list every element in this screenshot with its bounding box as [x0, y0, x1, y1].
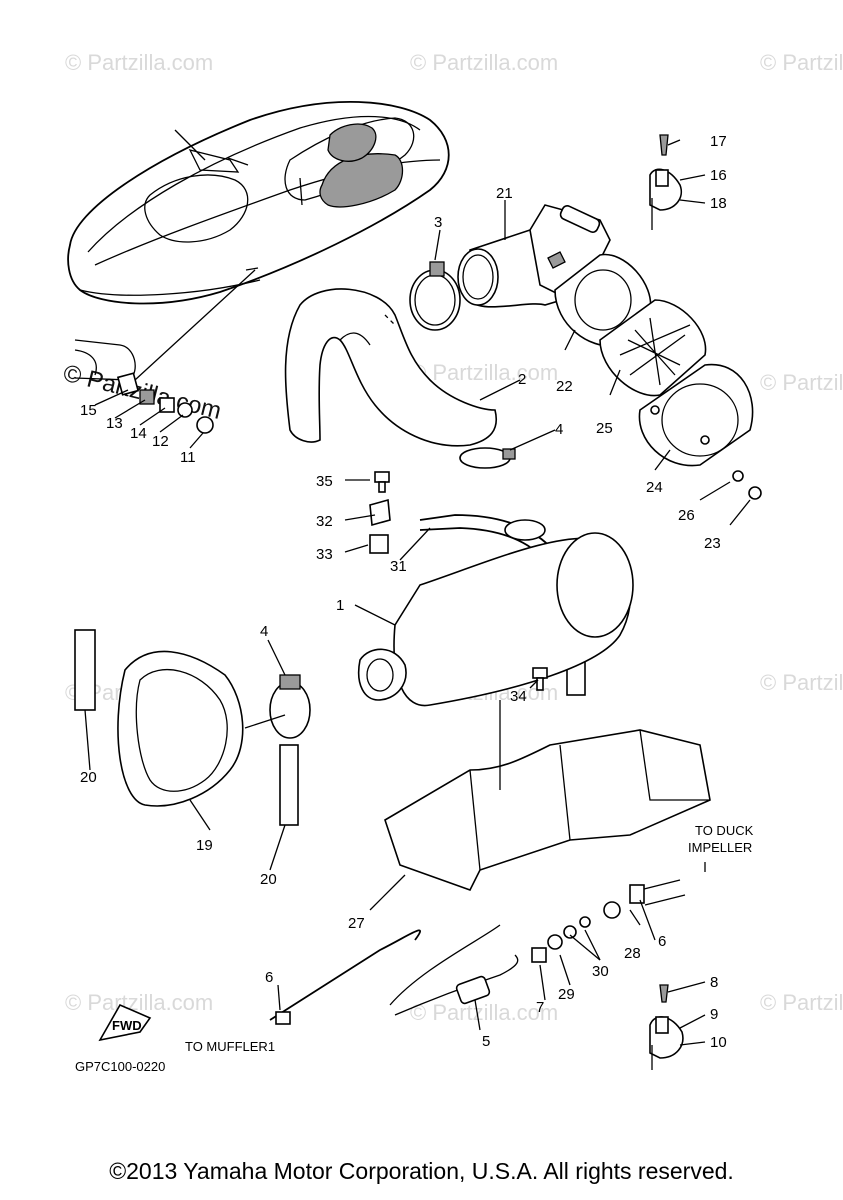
part-19-boot: [117, 650, 244, 807]
parts-32-33-35: [369, 471, 391, 554]
label-part-26: 26: [678, 507, 695, 524]
part-number-labels: 1 2 3 4 4 5 6 6 7 8 9 10 11 12 13 14 15 …: [80, 133, 727, 1051]
part-16-18-clamp: [649, 134, 682, 230]
part-8-10-clamp: [649, 984, 684, 1070]
label-part-34: 34: [510, 688, 527, 705]
label-part-13: 13: [106, 415, 123, 432]
label-part-31: 31: [390, 558, 407, 575]
label-part-14: 14: [130, 425, 147, 442]
label-part-7: 7: [536, 999, 544, 1016]
label-part-2: 2: [518, 371, 526, 388]
label-part-18: 18: [710, 195, 727, 212]
label-part-27: 27: [348, 915, 365, 932]
label-part-35: 35: [316, 473, 333, 490]
part-4-clamp-upper: [459, 447, 516, 469]
label-part-24: 24: [646, 479, 663, 496]
label-part-33: 33: [316, 546, 333, 563]
label-part-12: 12: [152, 433, 169, 450]
label-part-17: 17: [710, 133, 727, 150]
fwd-arrow-icon: FWD: [98, 1003, 152, 1042]
diagram-notes: TO DUCK IMPELLER TO MUFFLER1 GP7C100-022…: [75, 823, 754, 1074]
label-part-29: 29: [558, 986, 575, 1003]
clamp-assembly-11-15: [74, 339, 214, 449]
part-2-exhaust-hose: [284, 288, 497, 447]
label-part-4: 4: [555, 421, 563, 438]
part-20-foam-a: [74, 629, 96, 711]
watermark: © Partzilla.com: [65, 50, 213, 75]
leader-lines: [84, 139, 751, 1046]
part-25-baffle-plate: [599, 299, 707, 397]
cooling-hose-assembly: [269, 879, 686, 1025]
watermark: © Partzilla.com: [760, 370, 843, 395]
label-part-8: 8: [710, 974, 718, 991]
label-part-4: 4: [260, 623, 268, 640]
part-20-foam-b: [279, 744, 299, 826]
part-4-clamp-lower: [269, 674, 311, 739]
fwd-label: FWD: [112, 1018, 142, 1033]
note-impeller: IMPELLER: [688, 840, 752, 855]
label-part-20: 20: [80, 769, 97, 786]
label-part-15: 15: [80, 402, 97, 419]
label-part-10: 10: [710, 1034, 727, 1051]
watermark: © Partzilla.com: [65, 990, 213, 1015]
label-part-9: 9: [710, 1006, 718, 1023]
note-to-duck: TO DUCK: [695, 823, 754, 838]
part-27-foam-block: [384, 729, 711, 891]
label-part-28: 28: [624, 945, 641, 962]
part-34-bolt: [532, 667, 548, 691]
watermark: © Partzilla.com: [410, 50, 558, 75]
label-part-5: 5: [482, 1033, 490, 1050]
watermark: © Partzilla.com: [760, 990, 843, 1015]
label-part-22: 22: [556, 378, 573, 395]
label-part-6: 6: [658, 933, 666, 950]
label-part-20: 20: [260, 871, 277, 888]
exhaust-parts-diagram: © Partzilla.com © Partzilla.com © Partzi…: [61, 50, 843, 1074]
part-1-muffler: [358, 519, 634, 707]
label-part-30: 30: [592, 963, 609, 980]
label-part-3: 3: [434, 214, 442, 231]
label-part-6: 6: [265, 969, 273, 986]
watermark: © Partzilla.com: [410, 360, 558, 385]
label-part-11: 11: [180, 449, 196, 466]
note-to-muffler: TO MUFFLER1: [185, 1039, 275, 1054]
part-23-nut: [748, 486, 762, 500]
part-24-plate: [638, 363, 754, 467]
label-part-23: 23: [704, 535, 721, 552]
watercraft-illustration: [67, 101, 450, 305]
watermark: © Partzilla.com: [760, 670, 843, 695]
label-part-1: 1: [336, 597, 344, 614]
part-26-washer: [732, 470, 744, 482]
watermark: © Partzilla.com: [410, 1000, 558, 1025]
label-part-25: 25: [596, 420, 613, 437]
label-part-19: 19: [196, 837, 213, 854]
copyright-footer: ©2013 Yamaha Motor Corporation, U.S.A. A…: [109, 1158, 734, 1184]
drawing-code: GP7C100-0220: [75, 1059, 165, 1074]
watermark: © Partzilla.com: [760, 50, 843, 75]
leader-line: [134, 269, 256, 381]
part-3-hose-clamp: [409, 261, 461, 331]
label-part-16: 16: [710, 167, 727, 184]
label-part-32: 32: [316, 513, 333, 530]
label-part-21: 21: [496, 185, 513, 202]
